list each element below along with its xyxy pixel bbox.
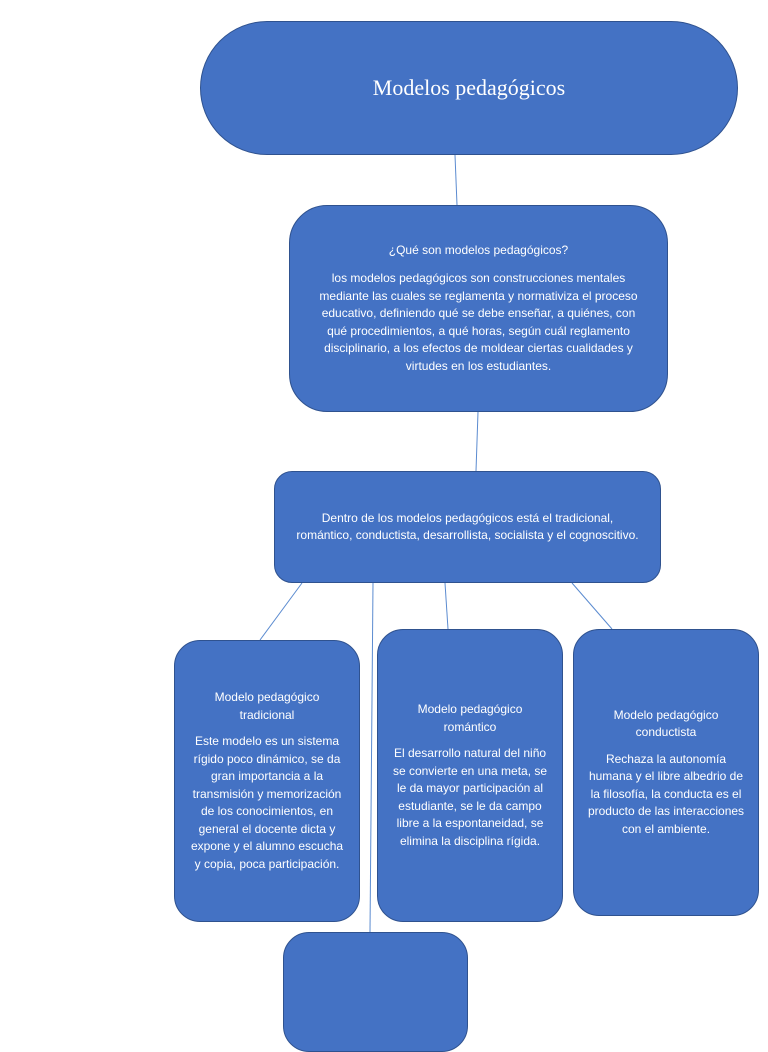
definition-heading: ¿Qué son modelos pedagógicos? bbox=[388, 242, 569, 257]
connector-title-definition bbox=[454, 154, 458, 206]
empty-bottom-node bbox=[283, 932, 468, 1052]
models-list-node: Dentro de los modelos pedagógicos está e… bbox=[274, 471, 661, 583]
connector-list-conductist bbox=[571, 582, 613, 630]
definition-node: ¿Qué son modelos pedagógicos? los modelo… bbox=[289, 205, 668, 412]
models-list-text: Dentro de los modelos pedagógicos está e… bbox=[296, 510, 639, 543]
conductist-model-body: Rechaza la autonomía humana y el libre a… bbox=[587, 751, 745, 836]
romantic-model-body: El desarrollo natural del niño se convie… bbox=[392, 746, 548, 848]
connector-list-bottom bbox=[369, 582, 374, 933]
definition-body: los modelos pedagógicos son construccion… bbox=[319, 271, 638, 373]
traditional-model-body: Este modelo es un sistema rígido poco di… bbox=[190, 734, 344, 871]
title-node: Modelos pedagógicos bbox=[200, 21, 738, 155]
conductist-model-heading: Modelo pedagógico conductista bbox=[613, 707, 719, 740]
conductist-model-node: Modelo pedagógico conductista Rechaza la… bbox=[573, 629, 759, 916]
traditional-model-heading: Modelo pedagógico tradicional bbox=[214, 690, 320, 722]
romantic-model-heading: Modelo pedagógico romántico bbox=[417, 702, 523, 734]
connector-lines bbox=[259, 154, 613, 933]
romantic-model-node: Modelo pedagógico romántico El desarroll… bbox=[377, 629, 563, 922]
traditional-model-node: Modelo pedagógico tradicional Este model… bbox=[174, 640, 360, 922]
connector-definition-list bbox=[475, 411, 479, 472]
connector-list-romantic bbox=[444, 582, 449, 630]
title-text: Modelos pedagógicos bbox=[372, 75, 566, 100]
connector-list-traditional bbox=[259, 582, 303, 641]
